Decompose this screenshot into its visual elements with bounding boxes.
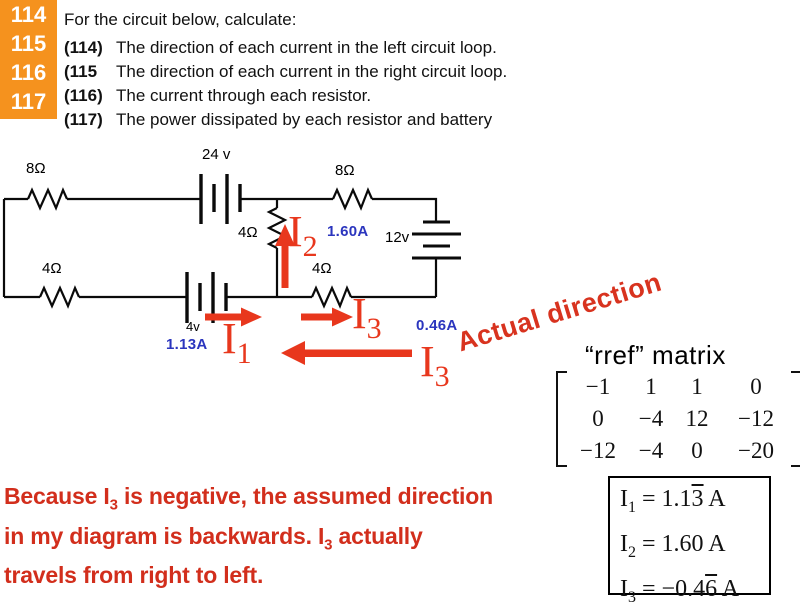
matrix-cell: −4 xyxy=(638,406,664,431)
arrow-i3-actual-left xyxy=(281,341,412,365)
label-resistor-4ohm-bottom-left: 4Ω xyxy=(42,260,62,277)
current-label-i3: I3 xyxy=(352,289,382,345)
reading-i2: 1.60A xyxy=(327,223,369,240)
tab-number: 114 xyxy=(10,2,47,27)
problem-item: (115 The direction of each current in the… xyxy=(64,60,507,84)
matrix-values: −1 1 1 0 0 −4 12 −12 −12 −4 0 −20 xyxy=(567,371,791,467)
matrix-cell: 12 xyxy=(685,406,709,431)
resistor-8ohm-top-right xyxy=(331,187,374,211)
circuit-diagram xyxy=(2,174,461,365)
answers-box: I1 = 1.13 A I2 = 1.60 A I3 = −0.46 A xyxy=(608,476,771,605)
matrix-title: “rref” matrix xyxy=(585,340,726,370)
matrix-cell: −12 xyxy=(580,438,616,463)
conclusion-note: Because I3 is negative, the assumed dire… xyxy=(4,481,493,591)
label-resistor-4ohm-middle: 4Ω xyxy=(238,224,258,241)
matrix-cell: 1 xyxy=(645,374,657,399)
arrow-i3-right xyxy=(301,307,353,327)
answer-i2: I2 = 1.60 A xyxy=(620,530,726,561)
problem-item: (117) The power dissipated by each resist… xyxy=(64,108,507,132)
label-battery-12v: 12v xyxy=(385,229,410,246)
problem-item-text: The power dissipated by each resistor an… xyxy=(116,110,493,129)
matrix-cell: 0 xyxy=(691,438,703,463)
problem-item-number: (117) xyxy=(64,110,103,129)
label-battery-4v: 4v xyxy=(186,319,200,334)
problem-item-number: (115 xyxy=(64,62,98,81)
problem-item-text: The current through each resistor. xyxy=(116,86,372,105)
problem-item: (116) The current through each resistor. xyxy=(64,84,507,108)
battery-24v xyxy=(199,174,242,224)
matrix-cell: −12 xyxy=(738,406,774,431)
problem-item-number: (116) xyxy=(64,86,103,105)
problem-statement: For the circuit below, calculate: (114) T… xyxy=(64,8,507,132)
resistor-4ohm-middle xyxy=(266,207,288,249)
tab-number: 115 xyxy=(10,31,47,56)
note-line-1: Because I3 is negative, the assumed dire… xyxy=(4,483,493,514)
current-arrows xyxy=(205,224,412,365)
problem-number-tab: 114 115 116 117 xyxy=(0,0,57,119)
resistor-4ohm-bottom-mid xyxy=(310,285,353,309)
problem-title: For the circuit below, calculate: xyxy=(64,10,297,29)
resistor-4ohm-bottom-left xyxy=(38,285,81,309)
resistor-8ohm-top-left xyxy=(26,187,69,211)
problem-item-text: The direction of each current in the lef… xyxy=(116,38,497,57)
note-line-2: in my diagram is backwards. I3 actually xyxy=(4,522,423,554)
label-battery-24v: 24 v xyxy=(202,146,231,163)
matrix-cell: −4 xyxy=(638,438,664,463)
matrix-bracket-right xyxy=(791,371,800,467)
tab-number: 117 xyxy=(10,89,47,114)
matrix-cell: 0 xyxy=(750,374,762,399)
arrow-i2-up xyxy=(275,224,295,288)
matrix-cell: −20 xyxy=(738,438,774,463)
label-resistor-8ohm-top-right: 8Ω xyxy=(335,162,355,179)
problem-item: (114) The direction of each current in th… xyxy=(64,36,507,60)
matrix-bracket-left xyxy=(556,371,567,467)
note-line-3: travels from right to left. xyxy=(4,562,264,589)
arrow-i1-right xyxy=(205,307,262,327)
current-label-i3-actual: I3 xyxy=(420,337,450,393)
answer-i1: I1 = 1.13 A xyxy=(620,486,726,516)
reading-i3: 0.46A xyxy=(416,317,458,334)
matrix-cell: −1 xyxy=(585,374,611,399)
battery-12v xyxy=(412,220,461,260)
matrix-cell: 0 xyxy=(592,406,604,431)
current-label-i1: I1 xyxy=(222,314,252,370)
matrix-cell: 1 xyxy=(691,374,703,399)
reading-i1: 1.13A xyxy=(166,336,208,353)
label-resistor-8ohm-top-left: 8Ω xyxy=(26,160,46,177)
problem-item-text: The direction of each current in the rig… xyxy=(116,62,508,81)
rref-matrix: −1 1 1 0 0 −4 12 −12 −12 −4 0 −20 xyxy=(556,371,800,467)
label-resistor-4ohm-bottom-mid: 4Ω xyxy=(312,260,332,277)
current-label-i2: I2 xyxy=(288,207,318,263)
tab-number: 116 xyxy=(10,60,47,85)
problem-item-number: (114) xyxy=(64,38,103,57)
answer-i3: I3 = −0.46 A xyxy=(620,575,740,606)
circuit-wires xyxy=(2,187,438,309)
